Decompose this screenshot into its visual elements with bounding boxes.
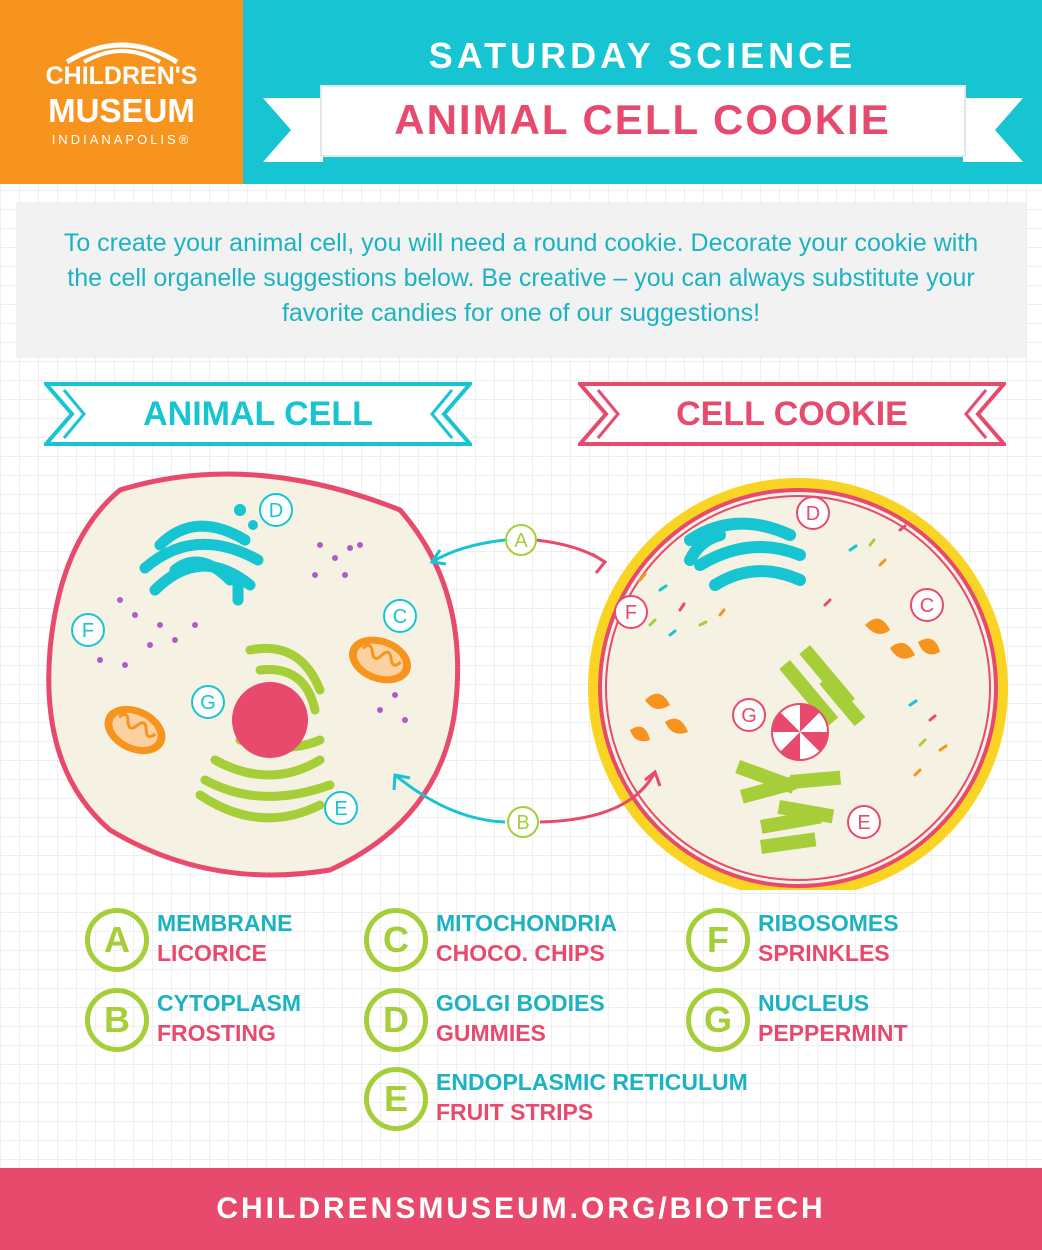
logo-line-childrens: CHILDREN'S	[45, 62, 198, 90]
key-organelle: MEMBRANE	[157, 910, 293, 936]
logo-line-museum: MUSEUM	[48, 92, 195, 129]
key-organelle: GOLGI BODIES	[436, 990, 605, 1016]
key-organelle: RIBOSOMES	[758, 910, 899, 936]
callout-cookie-e: E	[847, 805, 881, 839]
key-treat: LICORICE	[157, 940, 267, 966]
animal-cell-heading: ANIMAL CELL	[143, 395, 373, 433]
callout-cell-g: G	[191, 685, 225, 719]
title-ribbon	[263, 85, 1023, 162]
key-treat: PEPPERMINT	[758, 1020, 908, 1046]
choco-chips	[630, 618, 940, 742]
callout-cell-f: F	[71, 613, 105, 647]
arrow-a	[429, 538, 608, 574]
museum-logo: CHILDREN'S MUSEUM INDIANAPOLIS®	[0, 0, 243, 184]
key-organelle: ENDOPLASMIC RETICULUM	[436, 1069, 748, 1095]
callout-cell-c-label: C	[393, 606, 407, 628]
key-treat: FROSTING	[157, 1020, 276, 1046]
callout-b-label: B	[516, 812, 529, 834]
fruit-strips	[735, 645, 866, 854]
page-title: ANIMAL CELL COOKIE	[394, 96, 891, 143]
sprinkles	[638, 524, 948, 777]
callout-cookie-f: F	[614, 595, 648, 629]
golgi-body	[139, 520, 264, 606]
intro-box: To create your animal cell, you will nee…	[16, 202, 1026, 358]
key-organelle: NUCLEUS	[758, 990, 870, 1016]
endoplasmic-reticulum	[195, 643, 335, 823]
callout-cell-c: C	[383, 599, 417, 633]
key-treat: GUMMIES	[436, 1020, 546, 1046]
callout-cell-e-label: E	[334, 798, 347, 820]
arrow-b	[392, 769, 662, 824]
callout-cell-d: D	[259, 493, 293, 527]
callout-cell-g-label: G	[200, 692, 216, 714]
key-organelle: MITOCHONDRIA	[436, 910, 618, 936]
cell-membrane	[46, 471, 461, 878]
logo-arch-icon	[65, 42, 179, 64]
callout-cell-d-label: D	[269, 500, 283, 522]
animal-cell	[46, 471, 461, 878]
callout-a-label: A	[514, 530, 528, 552]
intro-text: To create your animal cell, you will nee…	[63, 229, 979, 327]
nucleus	[232, 682, 308, 758]
header: SATURDAY SCIENCE ANIMAL CELL COOKIE	[243, 0, 1042, 184]
key-letter-badge: F	[686, 908, 750, 972]
mitochondrion-left	[104, 705, 166, 755]
gummy-golgi	[684, 517, 806, 591]
key-letter-badge: E	[364, 1067, 428, 1131]
key-letter-badge: C	[364, 908, 428, 972]
cell-cookie-banner	[578, 382, 1006, 446]
key-letter-badge: A	[85, 908, 149, 972]
cell-diagram: A B C D E F G C	[46, 471, 1008, 890]
key-treat: CHOCO. CHIPS	[436, 940, 605, 966]
key-treat: SPRINKLES	[758, 940, 890, 966]
cell-cookie	[588, 478, 1008, 890]
callout-cookie-c-label: C	[920, 595, 934, 617]
callout-a: A	[505, 524, 537, 556]
callout-cookie-d: D	[796, 496, 830, 530]
cell-cookie-heading: CELL COOKIE	[676, 395, 908, 433]
callout-cookie-f-label: F	[625, 602, 637, 624]
logo-line-indianapolis: INDIANAPOLIS®	[51, 132, 192, 147]
footer-url-link[interactable]: CHILDRENSMUSEUM.ORG/BIOTECH	[0, 1168, 1042, 1250]
callout-cookie-g-label: G	[741, 705, 757, 727]
callout-cell-f-label: F	[82, 620, 94, 642]
key-letter-badge: D	[364, 988, 428, 1052]
callout-cookie-c: C	[910, 588, 944, 622]
key-letter-badge: B	[85, 988, 149, 1052]
mitochondrion-right	[349, 636, 411, 684]
peppermint-nucleus	[771, 703, 829, 761]
animal-cell-banner	[44, 382, 472, 446]
callout-cookie-d-label: D	[806, 503, 820, 525]
callout-b: B	[507, 806, 539, 838]
callout-cookie-e-label: E	[857, 812, 870, 834]
callout-cookie-g: G	[732, 698, 766, 732]
key-organelle: CYTOPLASM	[157, 990, 301, 1016]
ribosome-dots	[97, 542, 408, 723]
header-kicker: SATURDAY SCIENCE	[428, 35, 857, 76]
key-treat: FRUIT STRIPS	[436, 1099, 594, 1125]
key-letter-badge: G	[686, 988, 750, 1052]
callout-cell-e: E	[324, 791, 358, 825]
